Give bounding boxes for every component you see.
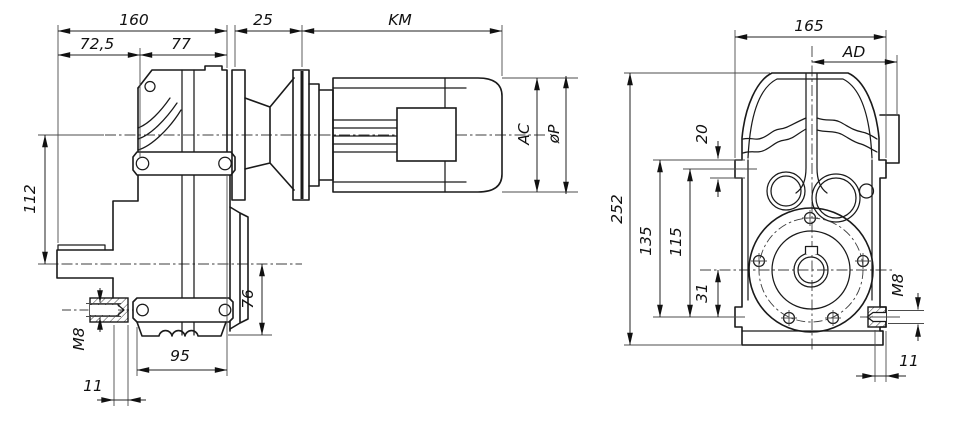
- output-flange-edge: [229, 206, 249, 330]
- small-plug: [858, 183, 875, 199]
- output-shaft: [56, 244, 114, 279]
- dim-label-20: 20: [693, 124, 711, 144]
- side-dimension-labels: 160 25 KM 72,5 77 112 AC øP 76 95 M8 11: [21, 11, 563, 395]
- rear-dimension-labels: 165 AD 252 135 115 20 31 M8 11: [608, 17, 919, 370]
- dim-label-11-side: 11: [83, 377, 103, 395]
- bolt-hole: [136, 303, 149, 317]
- motor: [332, 77, 503, 193]
- gear-bores: [766, 171, 875, 223]
- dim-label-77: 77: [171, 35, 191, 53]
- casting-curve: [137, 97, 171, 129]
- casting-curve: [137, 109, 182, 151]
- side-view: 160 25 KM 72,5 77 112 AC øP 76 95 M8 11: [21, 11, 578, 406]
- side-extension-lines: [38, 25, 578, 406]
- m8-threaded-foot: [86, 297, 129, 323]
- dim-label-135: 135: [637, 226, 655, 256]
- dim-label-76: 76: [239, 289, 257, 309]
- center-rib: [795, 73, 828, 194]
- casting-wave-lines: [742, 117, 878, 154]
- dim-label-160: 160: [119, 11, 149, 29]
- flange-bolt-holes: [751, 210, 871, 326]
- input-adapter: [231, 69, 334, 201]
- bolt-hole: [218, 303, 232, 317]
- dim-label-ac: AC: [515, 123, 533, 146]
- bolt-circle: [758, 217, 864, 323]
- dim-label-m8-rear: M8: [889, 273, 907, 296]
- dim-label-op: øP: [545, 124, 563, 144]
- side-dimension-lines: [42, 28, 569, 403]
- rear-extension-lines: [624, 30, 924, 382]
- dim-label-112: 112: [21, 184, 39, 214]
- housing-hole: [144, 80, 156, 93]
- dim-label-95: 95: [170, 347, 190, 365]
- rear-dimension-lines: [627, 34, 921, 379]
- dim-label-25: 25: [253, 11, 273, 29]
- rear-housing-outline: [734, 72, 887, 346]
- motor-flange-behind: [879, 114, 900, 164]
- lower-mount-bar: [132, 297, 234, 337]
- dim-label-72-5: 72,5: [80, 35, 115, 53]
- upper-mount-bar: [132, 151, 236, 176]
- housing-ribs: [181, 69, 195, 336]
- keyway: [804, 245, 819, 255]
- rear-view: 165 AD 252 135 115 20 31 M8 11: [608, 17, 924, 382]
- m8-threaded-boss-rear: [860, 306, 900, 328]
- terminal-box: [396, 107, 457, 162]
- dim-label-m8-side: M8: [70, 327, 88, 350]
- dim-label-31: 31: [693, 283, 711, 303]
- gearbox-housing: [112, 65, 249, 336]
- bolt-hole: [135, 156, 150, 171]
- bolt-hole: [218, 156, 232, 171]
- dim-label-ad: AD: [842, 43, 866, 61]
- dim-label-11-rear: 11: [899, 352, 919, 370]
- dim-label-165: 165: [794, 17, 824, 35]
- dim-label-252: 252: [608, 194, 626, 224]
- casting-curve: [137, 102, 178, 140]
- housing-bottom-cap: [136, 321, 227, 337]
- dim-label-km: KM: [388, 11, 412, 29]
- dim-label-115: 115: [667, 227, 685, 257]
- output-flange: [748, 207, 874, 333]
- motor-fins: [332, 119, 398, 153]
- inner-dome: [747, 78, 873, 159]
